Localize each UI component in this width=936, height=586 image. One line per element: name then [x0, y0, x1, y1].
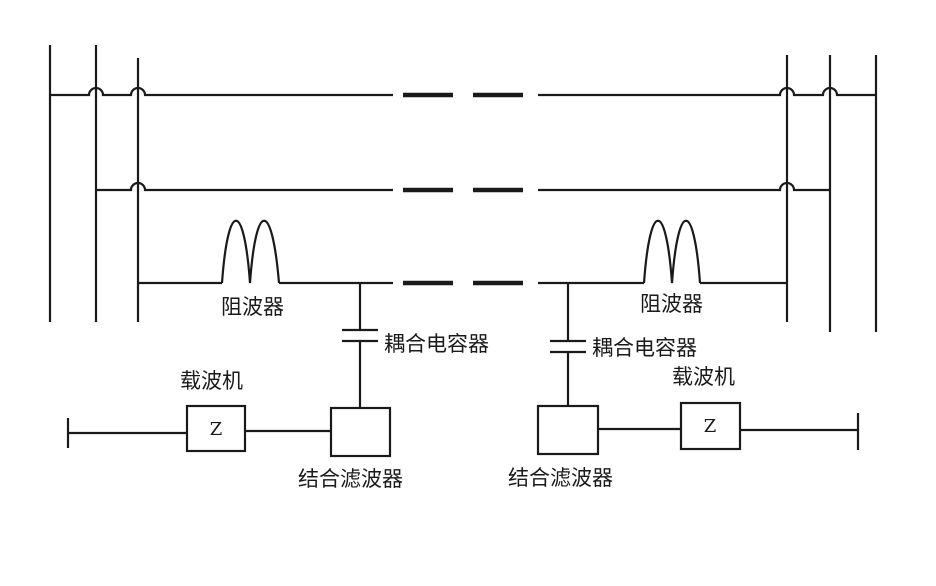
carrier-left-label: 载波机	[180, 369, 243, 393]
carrier-right-box	[679, 401, 742, 451]
line-middle-right	[538, 181, 830, 192]
carrier-chain-right	[536, 401, 860, 456]
filter-left-label: 结合滤波器	[298, 467, 403, 491]
carrier-left-z-label: Z	[210, 419, 223, 440]
coupling-cap-left-label: 耦合电容器	[384, 332, 489, 356]
transmission-line-top	[50, 86, 876, 98]
line-top-right	[538, 86, 876, 97]
carrier-left-box	[185, 404, 247, 453]
filter-right-box	[536, 404, 600, 456]
wave-trap-right-label: 阻波器	[640, 292, 703, 316]
coupling-branch-right	[550, 283, 586, 406]
carrier-right-z-label: Z	[704, 416, 717, 437]
transmission-line-bottom	[138, 219, 787, 286]
filter-right-label: 结合滤波器	[508, 466, 613, 490]
left-bus-bars	[48, 45, 140, 322]
right-bus-bars	[785, 55, 878, 332]
transmission-line-middle	[96, 181, 830, 193]
carrier-chain-left	[66, 404, 392, 458]
filter-left-box	[329, 406, 392, 458]
wave-trap-left-icon	[220, 219, 281, 284]
wave-trap-left-label: 阻波器	[221, 295, 284, 319]
carrier-right-label: 载波机	[672, 365, 735, 389]
line-middle-left	[96, 181, 393, 192]
line-top-left	[50, 86, 393, 97]
wave-trap-right-icon	[642, 219, 702, 284]
coupling-cap-right-label: 耦合电容器	[592, 336, 697, 360]
coupling-branch-left	[342, 283, 378, 408]
